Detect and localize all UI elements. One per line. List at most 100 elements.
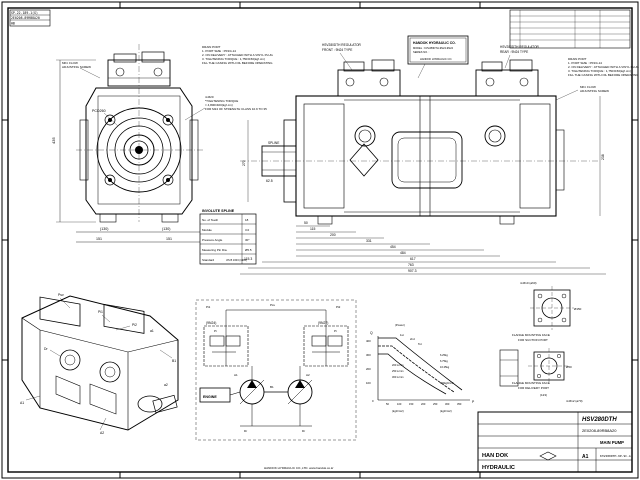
bolt-note-3: = 4,800±400(kgf·cm): [205, 103, 233, 107]
dim-side-200: 200: [330, 233, 336, 237]
dim-front-2: (130): [162, 227, 170, 231]
drain-left-4: 3. TIGHTENING TORQUE : 1,750±150(kgf·cm): [202, 57, 265, 61]
flow-screw-right-2: ADJUSTING SCREW: [580, 89, 609, 93]
spline-row-1-label: Module: [202, 228, 212, 232]
iso-label-a2: A2: [100, 431, 104, 435]
dim-side-238: 238: [601, 154, 605, 160]
flange-views: 4-M10 (ø60) FLANGE MOUNTING FACE FOR SUC…: [499, 281, 583, 403]
pq-ytick-200: 200: [366, 367, 371, 371]
circuit-a2: A2: [306, 373, 310, 377]
dim-side-270: 270: [242, 160, 246, 166]
pq-ytick-0: 0: [372, 399, 374, 403]
title-block: HSV280DTH 2E0208-89RB8A20 MAIN PUMP HAN …: [477, 411, 633, 473]
pq-ytick-400: 400: [366, 339, 371, 343]
reg-front-1: HSV280DTH REGULATOR: [322, 43, 362, 47]
isometric-view: Psv Pi1 Pi2 Dr B1 A1 A2 a1 a2: [20, 293, 179, 435]
nameplate-company: HANDOK HYDRAULIC CO.: [413, 41, 456, 45]
delivery-dim: (123): [540, 393, 547, 397]
dim-side-331: 331: [366, 239, 372, 243]
side-view: SPLINE 50 115 200 331 454 484 617 763 90…: [240, 59, 606, 275]
spline-row-2-label: Pressure Angle: [202, 238, 223, 242]
pq-ytick-100: 100: [366, 381, 371, 385]
drain-left-3: 2. ON DELIVERY : ATTACHED WITH A VINYL P…: [202, 53, 274, 57]
stamp-line-2: 2E0208-89RB8A20: [11, 16, 40, 20]
drain-left-5: FILL THE CASING WITH OIL BEFORE OPERATIN…: [202, 61, 273, 65]
spline-row-4-label: Standard: [202, 258, 215, 262]
spline-label: SPLINE: [268, 141, 279, 145]
pq-xtick-300: 300: [445, 402, 450, 406]
spline-row-3-label: Measuring Pin Dia.: [202, 248, 228, 252]
drain-right-5: FILL THE CASING WITH OIL BEFORE OPERATIN…: [568, 73, 639, 77]
nameplate-series: SERIES NO. :: [413, 50, 430, 54]
pq-xunit-2: (kgf/cm2): [440, 409, 452, 413]
flow-screw-left-1: MIN. FLOW: [62, 61, 78, 65]
spline-row-0-value: 18: [245, 218, 249, 222]
dim-side-484: 484: [400, 251, 406, 255]
iso-label-dr: Dr: [44, 347, 48, 351]
iso-label-psv: Psv: [58, 293, 64, 297]
delivery-bolts: 4-M12 (ø70): [566, 399, 583, 403]
pq-ann-1625: 16.25kg: [440, 365, 450, 369]
circuit-9n27: (9N27): [318, 321, 328, 325]
iso-label-a1: A1: [20, 401, 24, 405]
spline-row-1-value: 3.0: [245, 228, 250, 232]
revision-table: [509, 9, 631, 49]
spline-row-0-label: No. of Teeth: [202, 218, 218, 222]
pq-ann-300lmin: 300 L/min: [392, 375, 404, 379]
front-view: 435 (130) (130) 151 151 PCD260 MIN. FLOW…: [51, 44, 204, 243]
pq-ann-1st: 1st: [400, 333, 404, 337]
suction-bolts: 4-M10 (ø60): [520, 281, 537, 285]
dim-side-907: 907.3: [408, 269, 417, 273]
dim-front-3: 151: [96, 237, 102, 241]
drain-right-4: 3. TIGHTENING TORQUE : 1,750±150(kgf·cm): [568, 69, 631, 73]
side-dimensions: 50 115 200 331 454 484 617 763 907.3 115…: [240, 96, 606, 275]
suction-dia: Ø150: [574, 307, 582, 311]
dim-front-1: (130): [100, 227, 108, 231]
iso-label-a2-small: a2: [164, 383, 168, 387]
pq-xtick-50: 50: [386, 402, 389, 406]
pq-ann-250lmin: 250 L/min: [392, 369, 404, 373]
spline-table-title: INVOLUTE SPLINE: [202, 209, 235, 213]
pq-xtick-200: 200: [421, 402, 426, 406]
footer-strip: HANDOK HYDRAULIC CO.,LTD. www.handok.co.…: [264, 466, 333, 470]
circuit-dr-left: Dr: [244, 429, 247, 433]
circuit-pi1: Pi1: [206, 305, 211, 309]
delivery-face-1: FLANGE MOUNTING FACE: [512, 381, 550, 385]
pq-xunit-1: (kgf/cm2): [392, 409, 404, 413]
title-part-no: HSV280DTH: [582, 417, 617, 423]
pq-ytick-300: 300: [366, 353, 371, 357]
dim-front-4: 151: [166, 237, 172, 241]
reg-rear-2: REAR : 9N24 TYPE: [500, 50, 528, 54]
footer-text: HANDOK HYDRAULIC CO.,LTD. www.handok.co.…: [264, 466, 333, 470]
nameplate-footer: HANDOK HYDRAULIC CO.: [420, 57, 452, 61]
title-drawing-no: K3V280DTH-9P-9C-A: [600, 454, 631, 458]
spline-row-4-value: JIS B 1603 (1995): [226, 258, 247, 262]
drain-port-callout-right: DRAIN PORT 1. PORT SIZE : PF3/4-14 2. ON…: [555, 57, 640, 101]
pq-ylabel: Q: [370, 331, 373, 335]
top-left-stamp: SP-22-189-1(G) 2E0208-89RB8A20 HB: [9, 9, 51, 27]
regulator-callouts: HSV280DTH REGULATOR FRONT : 9N24 TYPE HS…: [322, 43, 540, 71]
pq-xtick-150: 150: [409, 402, 414, 406]
flow-screw-right-1: MIN. FLOW: [580, 85, 596, 89]
iso-label-a1-small: a1: [150, 329, 154, 333]
dim-side-454: 454: [390, 245, 396, 249]
reg-rear-1: HSV280DTH REGULATOR: [500, 45, 540, 49]
bolt-note-4: FOR M24 OF STRENGTH CLASS 10.9 TO 35: [205, 107, 267, 111]
iso-label-b1: B1: [172, 359, 176, 363]
drain-right-3: 2. ON DELIVERY : ATTACHED WITH A VINYL P…: [568, 65, 640, 69]
dim-side-617: 617: [410, 257, 416, 261]
iso-label-pi2: Pi2: [132, 323, 137, 327]
drain-right-1: DRAIN PORT: [568, 57, 587, 61]
spline-table: INVOLUTE SPLINE No. of Teeth 18 Module 3…: [199, 209, 257, 265]
flow-screw-left-2: ADJUSTING SCREW: [62, 65, 91, 69]
pq-ann-350kgf: 350kgf/cm2: [440, 381, 454, 385]
spline-row-3-value: Ø5.5: [245, 248, 252, 252]
circuit-9n24: (9N24): [206, 321, 216, 325]
title-company-long: HYDRAULIC: [482, 465, 515, 471]
circuit-b1: B1: [270, 385, 274, 389]
circuit-dr-right: Dr: [302, 429, 305, 433]
spline-row-2-value: 30°: [245, 238, 250, 242]
